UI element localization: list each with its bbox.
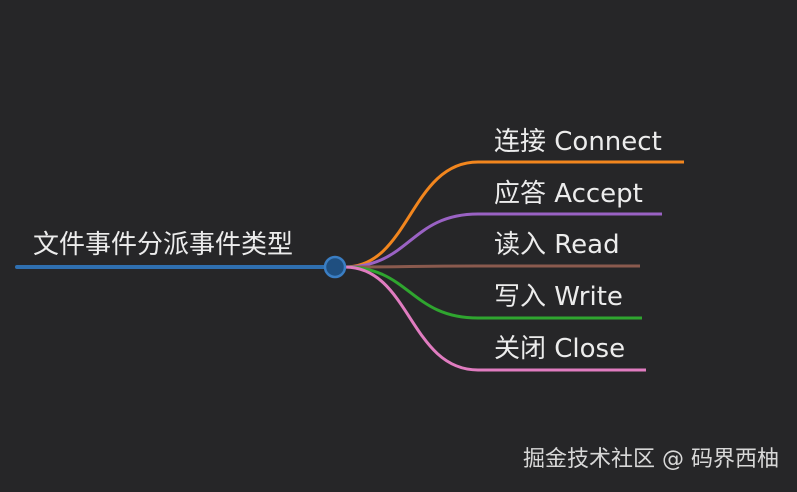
root-topic-label[interactable]: 文件事件分派事件类型 (33, 230, 294, 260)
branch-label-accept[interactable]: 应答 Accept (494, 179, 643, 209)
branch-label-connect[interactable]: 连接 Connect (494, 127, 662, 157)
branch-label-read[interactable]: 读入 Read (494, 230, 620, 260)
branch-label-close[interactable]: 关闭 Close (494, 334, 626, 364)
branch-connector-write (344, 265, 642, 320)
branch-connector-close (344, 265, 646, 372)
branch-connector-read (344, 264, 640, 269)
watermark-credit: 掘金技术社区 @ 码界西柚 (523, 447, 779, 472)
branch-connector-accept (344, 212, 662, 269)
branch-label-write[interactable]: 写入 Write (494, 282, 623, 312)
root-node-circle[interactable] (323, 255, 347, 279)
branch-connector-connect (344, 160, 684, 269)
